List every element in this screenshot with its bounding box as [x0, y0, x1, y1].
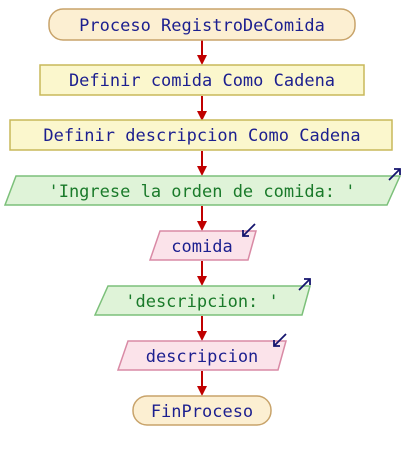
- define-comida-process: Definir comida Como Cadena: [39, 64, 365, 96]
- end-terminal: FinProceso: [132, 395, 272, 426]
- output-arrow-icon: [298, 278, 311, 291]
- input-1-io: comida: [148, 223, 257, 261]
- output-2-label: 'descripcion: ': [125, 292, 279, 312]
- output-1-io: 'Ingrese la orden de comida: ': [3, 168, 402, 206]
- input-arrow-icon: [273, 333, 287, 347]
- output-2-io: 'descripcion: ': [93, 278, 311, 316]
- input-1-label: comida: [171, 237, 232, 257]
- end-terminal-label: FinProceso: [151, 402, 253, 422]
- output-1-label: 'Ingrese la orden de comida: ': [48, 182, 355, 202]
- start-terminal: Proceso RegistroDeComida: [48, 8, 356, 41]
- define-descripcion-label: Definir descripcion Como Cadena: [43, 126, 360, 146]
- input-2-io: descripcion: [116, 333, 287, 371]
- input-arrow-icon: [242, 223, 256, 237]
- define-descripcion-process: Definir descripcion Como Cadena: [9, 119, 393, 151]
- start-terminal-label: Proceso RegistroDeComida: [79, 16, 325, 36]
- output-arrow-icon: [388, 168, 401, 181]
- input-2-label: descripcion: [146, 347, 259, 367]
- define-comida-label: Definir comida Como Cadena: [69, 71, 335, 91]
